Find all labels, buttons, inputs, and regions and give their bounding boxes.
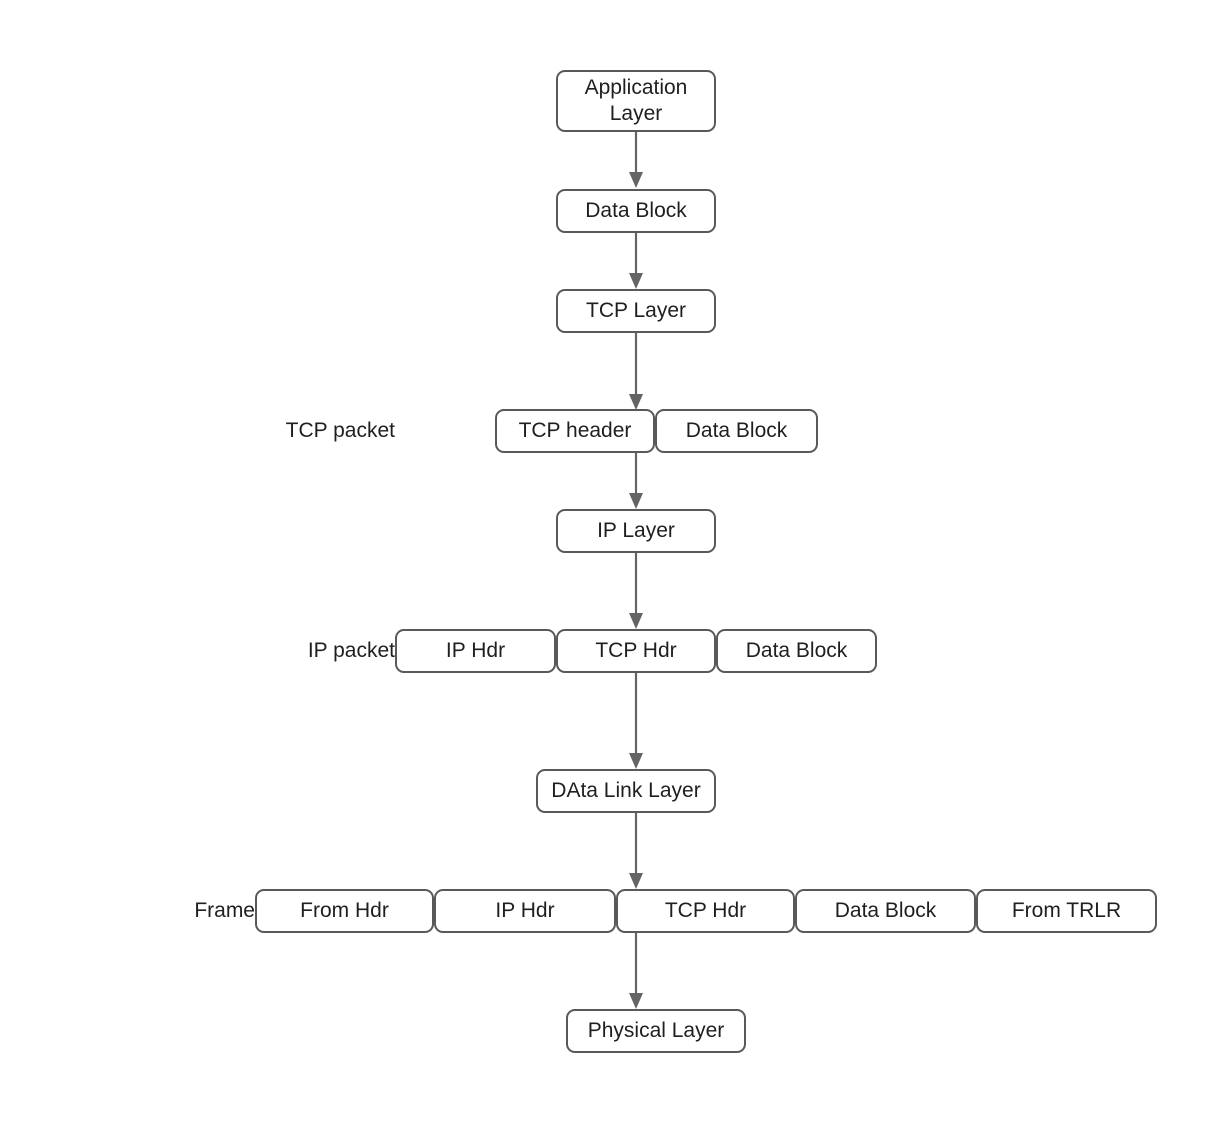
node-physical-layer[interactable]: Physical Layer — [566, 1009, 746, 1053]
node-data-block-label: Data Block — [585, 199, 687, 223]
row-label-ip-packet-text: IP packet — [307, 639, 395, 662]
segment-frame-tcp-hdr-label: TCP Hdr — [664, 899, 747, 922]
segment-tcp-packet-data-block[interactable]: Data Block — [655, 409, 818, 453]
node-data-link-layer[interactable]: DAta Link Layer — [536, 769, 716, 813]
segment-ip-packet-data-block-label: Data Block — [745, 639, 848, 662]
connector-iplayer-to-ippacket — [624, 553, 648, 629]
segment-frame-data-block-label: Data Block — [834, 899, 937, 922]
row-label-tcp-packet-text: TCP packet — [285, 419, 395, 442]
segment-ip-packet-tcp-hdr[interactable]: TCP Hdr — [556, 629, 716, 673]
segment-tcp-header[interactable]: TCP header — [495, 409, 655, 453]
connector-datalinklayer-to-frame — [624, 813, 648, 889]
segment-frame-ip-hdr[interactable]: IP Hdr — [434, 889, 616, 933]
segment-ip-packet-ip-hdr-label: IP Hdr — [445, 639, 506, 662]
segment-frame-from-hdr[interactable]: From Hdr — [255, 889, 434, 933]
packet-row-tcp-packet: TCP header Data Block — [495, 409, 818, 453]
node-tcp-layer[interactable]: TCP Layer — [556, 289, 716, 333]
segment-ip-packet-data-block[interactable]: Data Block — [716, 629, 877, 673]
connector-tcplayer-to-tcppacket — [624, 333, 648, 410]
node-ip-layer[interactable]: IP Layer — [556, 509, 716, 553]
segment-ip-packet-tcp-hdr-label: TCP Hdr — [595, 639, 677, 662]
packet-row-ip-packet: IP Hdr TCP Hdr Data Block — [395, 629, 877, 673]
node-data-block[interactable]: Data Block — [556, 189, 716, 233]
row-label-frame-text: Frame — [194, 899, 255, 922]
segment-tcp-packet-data-block-label: Data Block — [685, 419, 788, 442]
connector-frame-to-physicallayer — [624, 933, 648, 1009]
row-label-frame: Frame — [55, 899, 255, 923]
node-application-layer[interactable]: Application Layer — [556, 70, 716, 132]
node-tcp-layer-label: TCP Layer — [586, 299, 686, 323]
connector-ippacket-to-datalinklayer — [624, 673, 648, 769]
segment-frame-data-block[interactable]: Data Block — [795, 889, 976, 933]
segment-frame-from-trlr-label: From TRLR — [1011, 899, 1122, 922]
node-physical-layer-label: Physical Layer — [587, 1019, 725, 1043]
node-data-link-layer-label: DAta Link Layer — [551, 779, 701, 803]
connector-tcppacket-to-iplayer — [624, 453, 648, 509]
connector-datablock-to-tcplayer — [624, 233, 648, 289]
segment-frame-from-hdr-label: From Hdr — [300, 899, 389, 922]
node-ip-layer-label: IP Layer — [597, 519, 675, 543]
segment-frame-tcp-hdr[interactable]: TCP Hdr — [616, 889, 795, 933]
packet-row-frame: From Hdr IP Hdr TCP Hdr Data Block From … — [255, 889, 1157, 933]
node-application-layer-label: Application Layer — [584, 76, 688, 125]
segment-frame-from-trlr[interactable]: From TRLR — [976, 889, 1157, 933]
row-label-ip-packet: IP packet — [195, 639, 395, 663]
connector-application-to-datablock — [624, 132, 648, 188]
segment-ip-packet-ip-hdr[interactable]: IP Hdr — [395, 629, 556, 673]
segment-tcp-header-label: TCP header — [518, 419, 632, 442]
segment-frame-ip-hdr-label: IP Hdr — [495, 899, 555, 922]
row-label-tcp-packet: TCP packet — [195, 419, 395, 443]
